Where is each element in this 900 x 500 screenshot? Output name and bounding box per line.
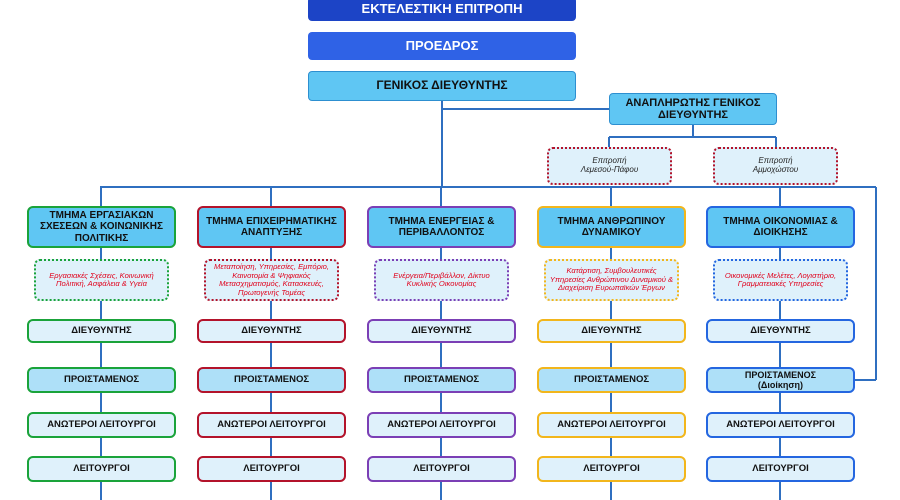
department-areas-text: Ενέργεια/Περιβάλλον, Δίκτυο Κυκλικής Οικ… xyxy=(393,270,490,288)
head-box: ΠΡΟΙΣΤΑΜΕΝΟΣ xyxy=(197,367,346,393)
head-box: ΠΡΟΙΣΤΑΜΕΝΟΣ xyxy=(367,367,516,393)
committee-name: Αμμοχώστου xyxy=(752,165,799,174)
department-areas-text: Κατάρτιση, Συμβουλευτικές Υπηρεσίες Ανθρ… xyxy=(549,266,674,293)
senior-officers-label: ΑΝΩΤΕΡΟΙ ΛΕΙΤΟΥΡΓΟΙ xyxy=(387,418,496,430)
director-label: ΔΙΕΥΘΥΝΤΗΣ xyxy=(750,324,811,336)
general-director-label: ΓΕΝΙΚΟΣ ΔΙΕΥΘΥΝΤΗΣ xyxy=(376,78,508,93)
department-areas-box: Εργασιακές Σχέσεις, Κοινωνική Πολιτική, … xyxy=(34,259,169,301)
senior-officers-label: ΑΝΩΤΕΡΟΙ ΛΕΙΤΟΥΡΓΟΙ xyxy=(217,418,326,430)
committee-title: Επιτροπή xyxy=(758,156,793,166)
department-name: ΤΜΗΜΑ ΕΝΕΡΓΕΙΑΣ & ΠΕΡΙΒΑΛΛΟΝΤΟΣ xyxy=(388,215,495,238)
head-box: ΠΡΟΙΣΤΑΜΕΝΟΣ xyxy=(537,367,686,393)
head-label: ΠΡΟΙΣΤΑΜΕΝΟΣ xyxy=(744,369,817,380)
director-box: ΔΙΕΥΘΥΝΤΗΣ xyxy=(706,319,855,343)
director-label: ΔΙΕΥΘΥΝΤΗΣ xyxy=(581,324,642,336)
committee-name: Λεμεσού-Πάφου xyxy=(580,165,639,174)
senior-officers-box: ΑΝΩΤΕΡΟΙ ΛΕΙΤΟΥΡΓΟΙ xyxy=(197,412,346,438)
department-areas-text: Εργασιακές Σχέσεις, Κοινωνική Πολιτική, … xyxy=(49,270,154,288)
head-admin-note: (Διοίκηση) xyxy=(757,380,804,390)
officers-label: ΛΕΙΤΟΥΡΓΟΙ xyxy=(243,462,300,474)
director-box: ΔΙΕΥΘΥΝΤΗΣ xyxy=(197,319,346,343)
senior-officers-box: ΑΝΩΤΕΡΟΙ ΛΕΙΤΟΥΡΓΟΙ xyxy=(27,412,176,438)
director-label: ΔΙΕΥΘΥΝΤΗΣ xyxy=(71,324,132,336)
senior-officers-label: ΑΝΩΤΕΡΟΙ ΛΕΙΤΟΥΡΓΟΙ xyxy=(47,418,156,430)
deputy-general-director-box: ΑΝΑΠΛΗΡΩΤΗΣ ΓΕΝΙΚΟΣ ΔΙΕΥΘΥΝΤΗΣ xyxy=(609,93,777,125)
committee-box-famagusta: Επιτροπή Αμμοχώστου xyxy=(713,147,838,185)
officers-label: ΛΕΙΤΟΥΡΓΟΙ xyxy=(752,462,809,474)
senior-officers-label: ΑΝΩΤΕΡΟΙ ΛΕΙΤΟΥΡΓΟΙ xyxy=(557,418,666,430)
head-box: ΠΡΟΙΣΤΑΜΕΝΟΣ xyxy=(27,367,176,393)
department-name: ΤΜΗΜΑ ΟΙΚΟΝΟΜΙΑΣ & ΔΙΟΙΚΗΣΗΣ xyxy=(723,215,838,238)
officers-label: ΛΕΙΤΟΥΡΓΟΙ xyxy=(413,462,470,474)
department-box: ΤΜΗΜΑ ΕΠΙΧΕΙΡΗΜΑΤΙΚΗΣ ΑΝΑΠΤΥΞΗΣ xyxy=(197,206,346,248)
officers-label: ΛΕΙΤΟΥΡΓΟΙ xyxy=(73,462,130,474)
department-areas-box: Μεταποίηση, Υπηρεσίες, Εμπόριο, Καινοτομ… xyxy=(204,259,339,301)
department-areas-box: Ενέργεια/Περιβάλλον, Δίκτυο Κυκλικής Οικ… xyxy=(374,259,509,301)
department-name: ΤΜΗΜΑ ΑΝΘΡΩΠΙΝΟΥ ΔΥΝΑΜΙΚΟΥ xyxy=(557,215,666,238)
director-label: ΔΙΕΥΘΥΝΤΗΣ xyxy=(411,324,472,336)
director-box: ΔΙΕΥΘΥΝΤΗΣ xyxy=(27,319,176,343)
president-box: ΠΡΟΕΔΡΟΣ xyxy=(308,32,576,60)
president-label: ΠΡΟΕΔΡΟΣ xyxy=(405,37,479,53)
executive-committee-box: ΕΚΤΕΛΕΣΤΙΚΗ ΕΠΙΤΡΟΠΗ xyxy=(308,0,576,21)
department-name: ΤΜΗΜΑ ΕΠΙΧΕΙΡΗΜΑΤΙΚΗΣ ΑΝΑΠΤΥΞΗΣ xyxy=(206,215,337,238)
department-areas-box: Οικονομικές Μελέτες, Λογιστήριο, Γραμματ… xyxy=(713,259,848,301)
committee-box-limassol-paphos: Επιτροπή Λεμεσού-Πάφου xyxy=(547,147,672,185)
department-box: ΤΜΗΜΑ ΕΝΕΡΓΕΙΑΣ & ΠΕΡΙΒΑΛΛΟΝΤΟΣ xyxy=(367,206,516,248)
director-box: ΔΙΕΥΘΥΝΤΗΣ xyxy=(367,319,516,343)
director-label: ΔΙΕΥΘΥΝΤΗΣ xyxy=(241,324,302,336)
director-box: ΔΙΕΥΘΥΝΤΗΣ xyxy=(537,319,686,343)
general-director-box: ΓΕΝΙΚΟΣ ΔΙΕΥΘΥΝΤΗΣ xyxy=(308,71,576,101)
head-label: ΠΡΟΙΣΤΑΜΕΝΟΣ xyxy=(403,373,480,385)
officers-box: ΛΕΙΤΟΥΡΓΟΙ xyxy=(367,456,516,482)
deputy-general-director-label: ΑΝΑΠΛΗΡΩΤΗΣ ΓΕΝΙΚΟΣ ΔΙΕΥΘΥΝΤΗΣ xyxy=(625,96,761,121)
department-box: ΤΜΗΜΑ ΑΝΘΡΩΠΙΝΟΥ ΔΥΝΑΜΙΚΟΥ xyxy=(537,206,686,248)
head-label: ΠΡΟΙΣΤΑΜΕΝΟΣ xyxy=(233,373,310,385)
officers-box: ΛΕΙΤΟΥΡΓΟΙ xyxy=(537,456,686,482)
senior-officers-box: ΑΝΩΤΕΡΟΙ ΛΕΙΤΟΥΡΓΟΙ xyxy=(367,412,516,438)
department-box: ΤΜΗΜΑ ΕΡΓΑΣΙΑΚΩΝ ΣΧΕΣΕΩΝ & ΚΟΙΝΩΝΙΚΗΣ ΠΟ… xyxy=(27,206,176,248)
officers-box: ΛΕΙΤΟΥΡΓΟΙ xyxy=(706,456,855,482)
senior-officers-label: ΑΝΩΤΕΡΟΙ ΛΕΙΤΟΥΡΓΟΙ xyxy=(726,418,835,430)
officers-label: ΛΕΙΤΟΥΡΓΟΙ xyxy=(583,462,640,474)
senior-officers-box: ΑΝΩΤΕΡΟΙ ΛΕΙΤΟΥΡΓΟΙ xyxy=(537,412,686,438)
head-box: ΠΡΟΙΣΤΑΜΕΝΟΣ(Διοίκηση) xyxy=(706,367,855,393)
head-label: ΠΡΟΙΣΤΑΜΕΝΟΣ xyxy=(573,373,650,385)
department-name: ΤΜΗΜΑ ΕΡΓΑΣΙΑΚΩΝ ΣΧΕΣΕΩΝ & ΚΟΙΝΩΝΙΚΗΣ ΠΟ… xyxy=(39,210,164,244)
department-box: ΤΜΗΜΑ ΟΙΚΟΝΟΜΙΑΣ & ΔΙΟΙΚΗΣΗΣ xyxy=(706,206,855,248)
department-areas-text: Μεταποίηση, Υπηρεσίες, Εμπόριο, Καινοτομ… xyxy=(214,262,329,297)
department-areas-text: Οικονομικές Μελέτες, Λογιστήριο, Γραμματ… xyxy=(724,270,837,288)
department-areas-box: Κατάρτιση, Συμβουλευτικές Υπηρεσίες Ανθρ… xyxy=(544,259,679,301)
committee-title: Επιτροπή xyxy=(592,156,627,166)
executive-committee-label: ΕΚΤΕΛΕΣΤΙΚΗ ΕΠΙΤΡΟΠΗ xyxy=(361,0,523,16)
senior-officers-box: ΑΝΩΤΕΡΟΙ ΛΕΙΤΟΥΡΓΟΙ xyxy=(706,412,855,438)
officers-box: ΛΕΙΤΟΥΡΓΟΙ xyxy=(27,456,176,482)
officers-box: ΛΕΙΤΟΥΡΓΟΙ xyxy=(197,456,346,482)
head-label: ΠΡΟΙΣΤΑΜΕΝΟΣ xyxy=(63,373,140,385)
